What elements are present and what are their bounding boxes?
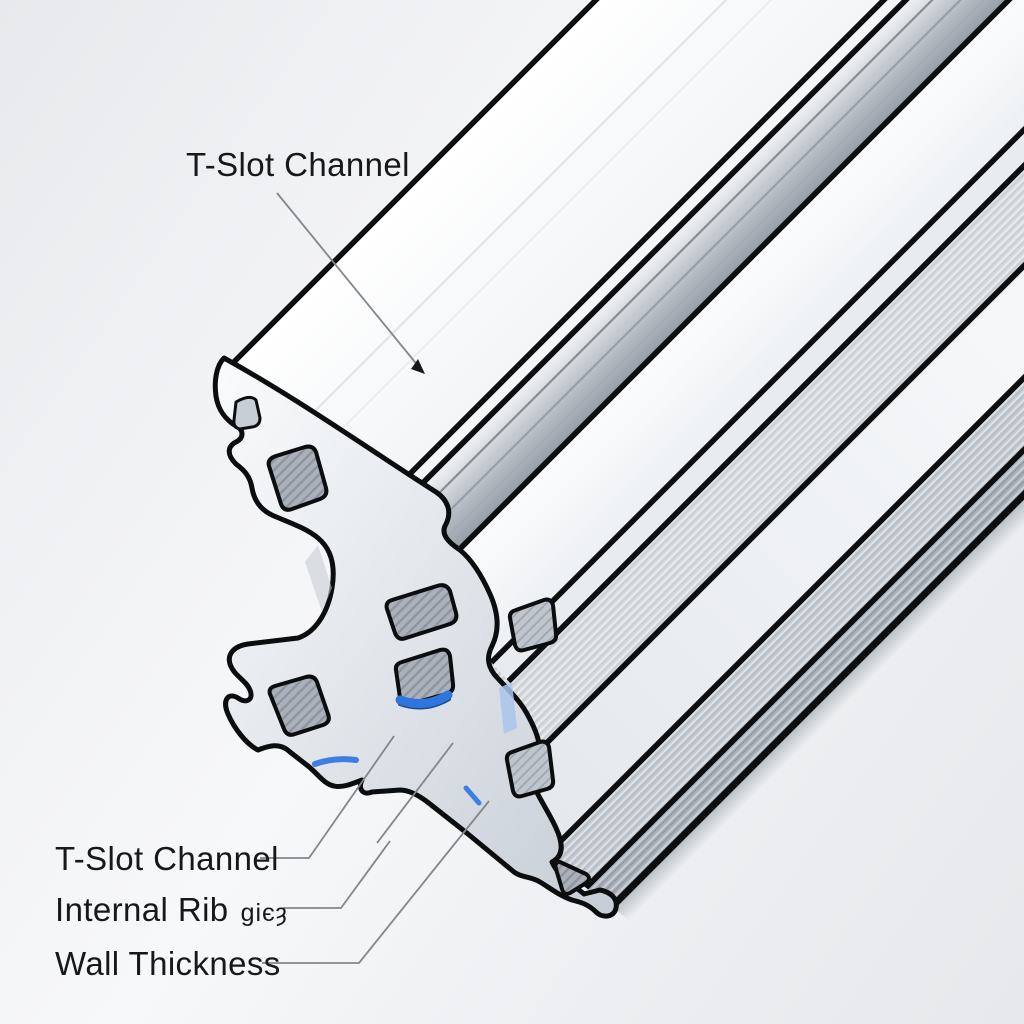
leader-line-t-slot-bottom xyxy=(260,735,395,859)
top-face-sheen-line xyxy=(212,0,1024,868)
wall-highlight-tick xyxy=(463,785,482,806)
internal-cavity xyxy=(507,597,559,653)
web-shading xyxy=(305,545,332,612)
internal-cavity xyxy=(266,444,329,512)
label-internal-rib: Internal Rib giєȝ xyxy=(55,891,288,928)
t-slot-highlight xyxy=(395,690,453,709)
label-t-slot-channel-bottom: T-Slot Channel xyxy=(55,840,279,877)
t-slot-lip-highlight xyxy=(312,756,359,767)
internal-cavity xyxy=(232,395,262,431)
label-internal-rib-text: Internal Rib xyxy=(55,891,229,928)
internal-cavity xyxy=(504,739,556,799)
label-t-slot-channel-top: T-Slot Channel xyxy=(186,146,410,183)
leader-line-internal-rib xyxy=(283,840,391,909)
leader-line-wall-thickness xyxy=(262,800,490,964)
wall-highlight-shade xyxy=(499,682,517,734)
leader-line-internal-rib-2 xyxy=(376,742,454,844)
internal-cavity xyxy=(553,860,591,896)
cross-section-face xyxy=(212,355,619,919)
label-wall-thickness: Wall Thickness xyxy=(55,945,281,982)
internal-cavity xyxy=(267,674,331,737)
leader-line-top-t-slot xyxy=(276,192,420,368)
internal-cavity xyxy=(384,583,459,641)
labels: T-Slot Channel T-Slot Channel Internal R… xyxy=(55,146,410,982)
beam-lower-surfaces xyxy=(238,0,1024,1024)
leader-lines xyxy=(260,192,490,964)
arrowhead-icon xyxy=(411,359,425,374)
label-internal-rib-suffix: giєȝ xyxy=(241,899,288,927)
